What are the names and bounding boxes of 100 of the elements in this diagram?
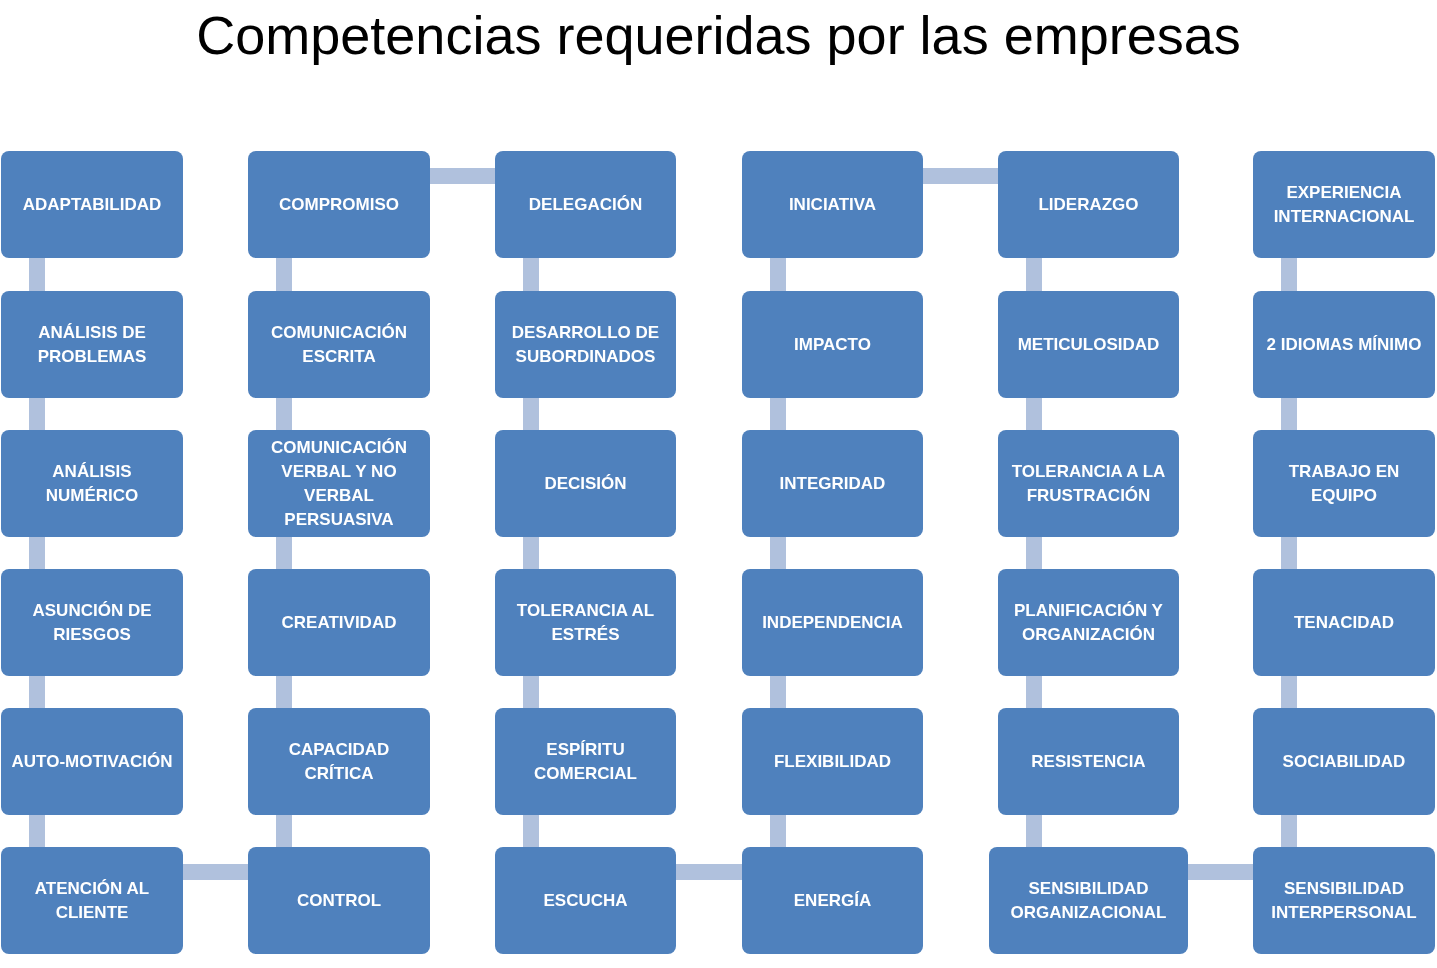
- competency-label: ADAPTABILIDAD: [22, 193, 162, 216]
- connector-bar: [523, 258, 539, 291]
- competency-box: [742, 291, 923, 398]
- competency-label: SENSIBILIDAD ORGANIZACIONAL: [1009, 877, 1168, 924]
- competency-label: COMPROMISO: [279, 193, 399, 216]
- competency-box: [1, 569, 183, 676]
- connector-bar: [1281, 815, 1297, 847]
- competency-label: COMUNICACIÓN ESCRITA: [270, 321, 408, 368]
- competency-label: PLANIFICACIÓN Y ORGANIZACIÓN: [1013, 599, 1164, 646]
- connector-bar: [29, 815, 45, 847]
- connector-bar: [1281, 676, 1297, 708]
- competency-label: METICULOSIDAD: [1017, 333, 1160, 356]
- connector-bar: [29, 398, 45, 430]
- competency-box: [248, 708, 430, 815]
- competency-label: CAPACIDAD CRÍTICA: [287, 738, 391, 785]
- competency-box: [742, 430, 923, 537]
- competency-box: [1253, 708, 1435, 815]
- competency-box: [998, 291, 1179, 398]
- connector-bar: [1281, 258, 1297, 291]
- competency-box: [998, 151, 1179, 258]
- competency-label: TOLERANCIA A LA FRUSTRACIÓN: [1010, 460, 1167, 507]
- competency-label: DESARROLLO DE SUBORDINADOS: [510, 321, 661, 368]
- competency-label: INICIATIVA: [788, 193, 877, 216]
- connector-bar: [770, 537, 786, 569]
- competency-box: [742, 847, 923, 954]
- competency-label: FLEXIBILIDAD: [773, 750, 892, 773]
- competency-box: [742, 151, 923, 258]
- connector-bar: [1281, 398, 1297, 430]
- competency-box: [495, 151, 676, 258]
- competency-box: [1, 151, 183, 258]
- competency-box: [495, 708, 676, 815]
- competency-box: [989, 847, 1188, 954]
- competency-box: [248, 291, 430, 398]
- competency-box: [248, 151, 430, 258]
- connector-bar: [770, 398, 786, 430]
- competency-box: [248, 847, 430, 954]
- connector-bar: [1281, 537, 1297, 569]
- competency-label: 2 IDIOMAS MÍNIMO: [1266, 333, 1422, 356]
- competency-label: TRABAJO EN EQUIPO: [1287, 460, 1401, 507]
- connector-bar: [276, 676, 292, 708]
- competency-box: [998, 569, 1179, 676]
- competency-label: TOLERANCIA AL ESTRÉS: [515, 599, 656, 646]
- competency-label: ASUNCIÓN DE RIESGOS: [31, 599, 153, 646]
- competency-label: TENACIDAD: [1293, 611, 1395, 634]
- competency-box: [248, 430, 430, 537]
- competency-label: EXPERIENCIA INTERNACIONAL: [1272, 181, 1416, 228]
- connector-bar: [523, 815, 539, 847]
- competency-box: [1253, 151, 1435, 258]
- competency-box: [1, 430, 183, 537]
- competency-label: DELEGACIÓN: [528, 193, 643, 216]
- competency-label: ATENCIÓN AL CLIENTE: [33, 877, 151, 924]
- connector-bar: [276, 258, 292, 291]
- competency-box: [1, 291, 183, 398]
- competency-label: INDEPENDENCIA: [762, 611, 903, 634]
- competency-box: [495, 847, 676, 954]
- connector-bar: [1026, 537, 1042, 569]
- connector-bar: [523, 398, 539, 430]
- connector-bar: [676, 864, 742, 880]
- connector-bar: [523, 676, 539, 708]
- competency-box: [1, 847, 183, 954]
- competency-label: COMUNICACIÓN VERBAL Y NO VERBAL PERSUASIVA: [270, 436, 408, 531]
- connector-bar: [1026, 398, 1042, 430]
- competency-box: [1253, 430, 1435, 537]
- competency-box: [742, 708, 923, 815]
- connector-bar: [1026, 258, 1042, 291]
- competency-box: [1253, 847, 1435, 954]
- competency-box: [998, 430, 1179, 537]
- competency-label: SENSIBILIDAD INTERPERSONAL: [1270, 877, 1418, 924]
- competency-label: DECISIÓN: [544, 472, 627, 495]
- connector-bar: [523, 537, 539, 569]
- competency-box: [495, 569, 676, 676]
- competency-label: LIDERAZGO: [1038, 193, 1139, 216]
- connector-bar: [276, 398, 292, 430]
- connector-bar: [29, 537, 45, 569]
- connector-bar: [770, 676, 786, 708]
- competency-label: RESISTENCIA: [1031, 750, 1146, 773]
- competency-label: ESCUCHA: [543, 889, 628, 912]
- competency-box: [495, 291, 676, 398]
- competency-label: CREATIVIDAD: [281, 611, 397, 634]
- competency-label: SOCIABILIDAD: [1282, 750, 1406, 773]
- competency-label: ENERGÍA: [793, 889, 872, 912]
- competency-label: ANÁLISIS DE PROBLEMAS: [36, 321, 148, 368]
- competency-box: [1, 708, 183, 815]
- competency-box: [998, 708, 1179, 815]
- connector-bar: [276, 537, 292, 569]
- competency-box: [742, 569, 923, 676]
- competency-label: IMPACTO: [794, 333, 871, 356]
- competency-label: ESPÍRITU COMERCIAL: [533, 738, 638, 785]
- competency-box: [1253, 291, 1435, 398]
- connector-bar: [1188, 864, 1253, 880]
- competency-label: INTEGRIDAD: [779, 472, 886, 495]
- connector-bar: [29, 676, 45, 708]
- connector-bar: [276, 815, 292, 847]
- connector-bar: [770, 815, 786, 847]
- connector-bar: [1026, 815, 1042, 847]
- connector-bar: [1026, 676, 1042, 708]
- connector-bar: [770, 258, 786, 291]
- competency-label: AUTO-MOTIVACIÓN: [11, 750, 173, 773]
- competency-label: CONTROL: [296, 889, 381, 912]
- connector-bar: [430, 168, 495, 184]
